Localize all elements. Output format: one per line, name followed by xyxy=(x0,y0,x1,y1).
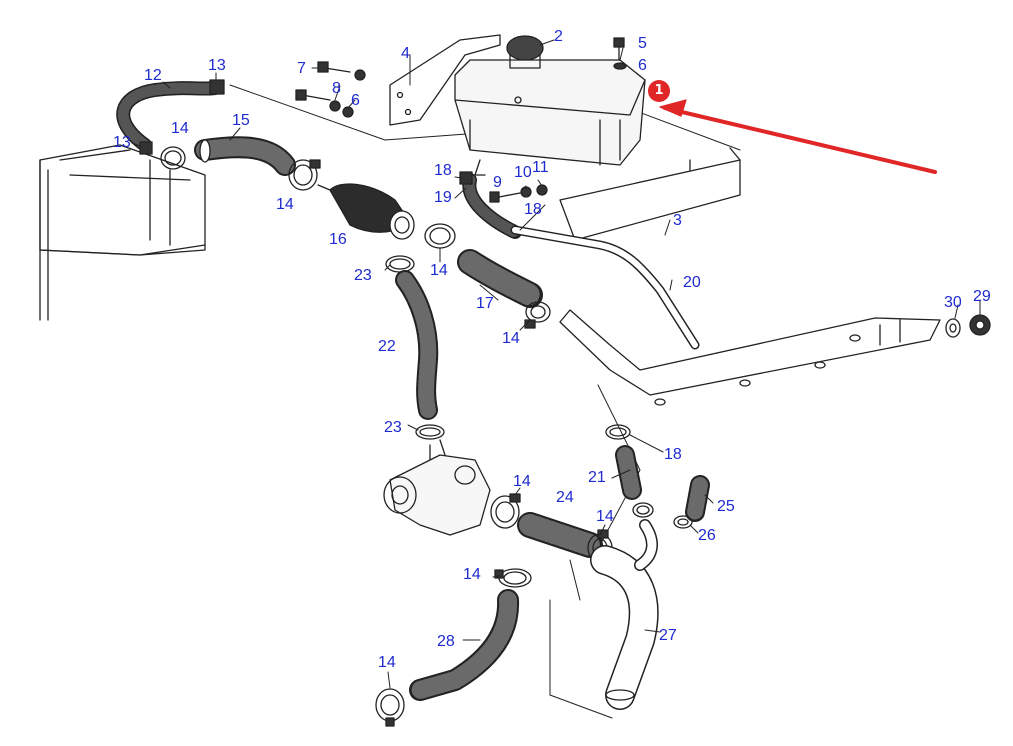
part-label-30: 30 xyxy=(944,294,962,311)
clamp-14-a xyxy=(160,146,186,170)
part-label-6: 6 xyxy=(638,57,647,74)
hose-17 xyxy=(457,249,543,308)
reference-arrow xyxy=(659,99,937,174)
radiator xyxy=(39,144,206,321)
clamp-14-e xyxy=(490,493,521,529)
hose-21 xyxy=(615,445,642,500)
thermostat-housing-16 xyxy=(317,183,415,240)
part-label-14: 14 xyxy=(463,566,481,583)
part-label-17: 17 xyxy=(476,295,494,312)
hose-28 xyxy=(409,589,520,701)
clamp-14-h xyxy=(494,568,532,588)
part-label-8: 8 xyxy=(332,80,341,97)
part-label-14: 14 xyxy=(502,330,520,347)
washer-30 xyxy=(945,318,961,338)
expansion-tank xyxy=(454,35,646,176)
part-label-26: 26 xyxy=(698,527,716,544)
nut-29 xyxy=(969,314,991,336)
part-label-28: 28 xyxy=(437,633,455,650)
part-label-12: 12 xyxy=(144,67,162,84)
part-label-19: 19 xyxy=(434,189,452,206)
water-pump xyxy=(383,439,491,536)
clamp-23-b xyxy=(415,424,445,440)
part-label-20: 20 xyxy=(683,274,701,291)
part-label-14: 14 xyxy=(378,654,396,671)
bracket-3 xyxy=(559,147,741,241)
part-label-13: 13 xyxy=(208,57,226,74)
clamp-14-c xyxy=(424,223,456,249)
hose-24 xyxy=(517,512,603,558)
leader-lines xyxy=(131,39,981,689)
part-label-4: 4 xyxy=(401,45,410,62)
part-label-18: 18 xyxy=(664,446,682,463)
frame-lines xyxy=(229,84,741,719)
bracket-4 xyxy=(389,34,501,126)
clamp-18 xyxy=(605,424,631,440)
part-label-2: 2 xyxy=(554,28,563,45)
part-label-6: 6 xyxy=(351,92,360,109)
hose-25 xyxy=(685,475,710,522)
part-label-14: 14 xyxy=(276,196,294,213)
part-label-25: 25 xyxy=(717,498,735,515)
clamp-14-b xyxy=(288,159,321,191)
pipe-20 xyxy=(510,225,700,350)
part-label-13: 13 xyxy=(113,134,131,151)
part-label-9: 9 xyxy=(493,174,502,191)
hose-12 xyxy=(116,79,225,155)
bolts-left xyxy=(295,61,366,118)
bolt-9-nuts xyxy=(489,184,548,203)
part-label-23: 23 xyxy=(354,267,372,284)
pipe-27 xyxy=(590,519,659,710)
part-label-11: 11 xyxy=(532,159,549,176)
part-label-27: 27 xyxy=(659,627,677,644)
part-label-14: 14 xyxy=(171,120,189,137)
clamp-23-a xyxy=(385,255,415,273)
clamp-14-d xyxy=(524,301,551,329)
part-label-10: 10 xyxy=(514,164,532,181)
part-label-15: 15 xyxy=(232,112,250,129)
part-label-24: 24 xyxy=(556,489,574,506)
part-label-29: 29 xyxy=(973,288,991,305)
part-label-23: 23 xyxy=(384,419,402,436)
hose-19 xyxy=(459,171,522,239)
part-label-21: 21 xyxy=(588,469,606,486)
clamp-14-i xyxy=(375,688,405,727)
part-label-5: 5 xyxy=(638,35,647,52)
part-label-18: 18 xyxy=(434,162,452,179)
bolt-5 xyxy=(613,37,627,70)
part-label-3: 3 xyxy=(673,212,682,229)
part-label-14: 14 xyxy=(430,262,448,279)
callout-badge: 1 xyxy=(648,80,670,102)
part-label-18: 18 xyxy=(524,201,542,218)
part-label-7: 7 xyxy=(297,60,306,77)
part-label-14: 14 xyxy=(596,508,614,525)
clamp-26 xyxy=(673,515,693,529)
hose-22 xyxy=(395,270,439,420)
part-label-16: 16 xyxy=(329,231,347,248)
water-pipe-main xyxy=(559,309,941,406)
part-label-22: 22 xyxy=(378,338,396,355)
clamp-14-g xyxy=(632,502,654,518)
hose-15 xyxy=(194,136,296,176)
part-label-14: 14 xyxy=(513,473,531,490)
